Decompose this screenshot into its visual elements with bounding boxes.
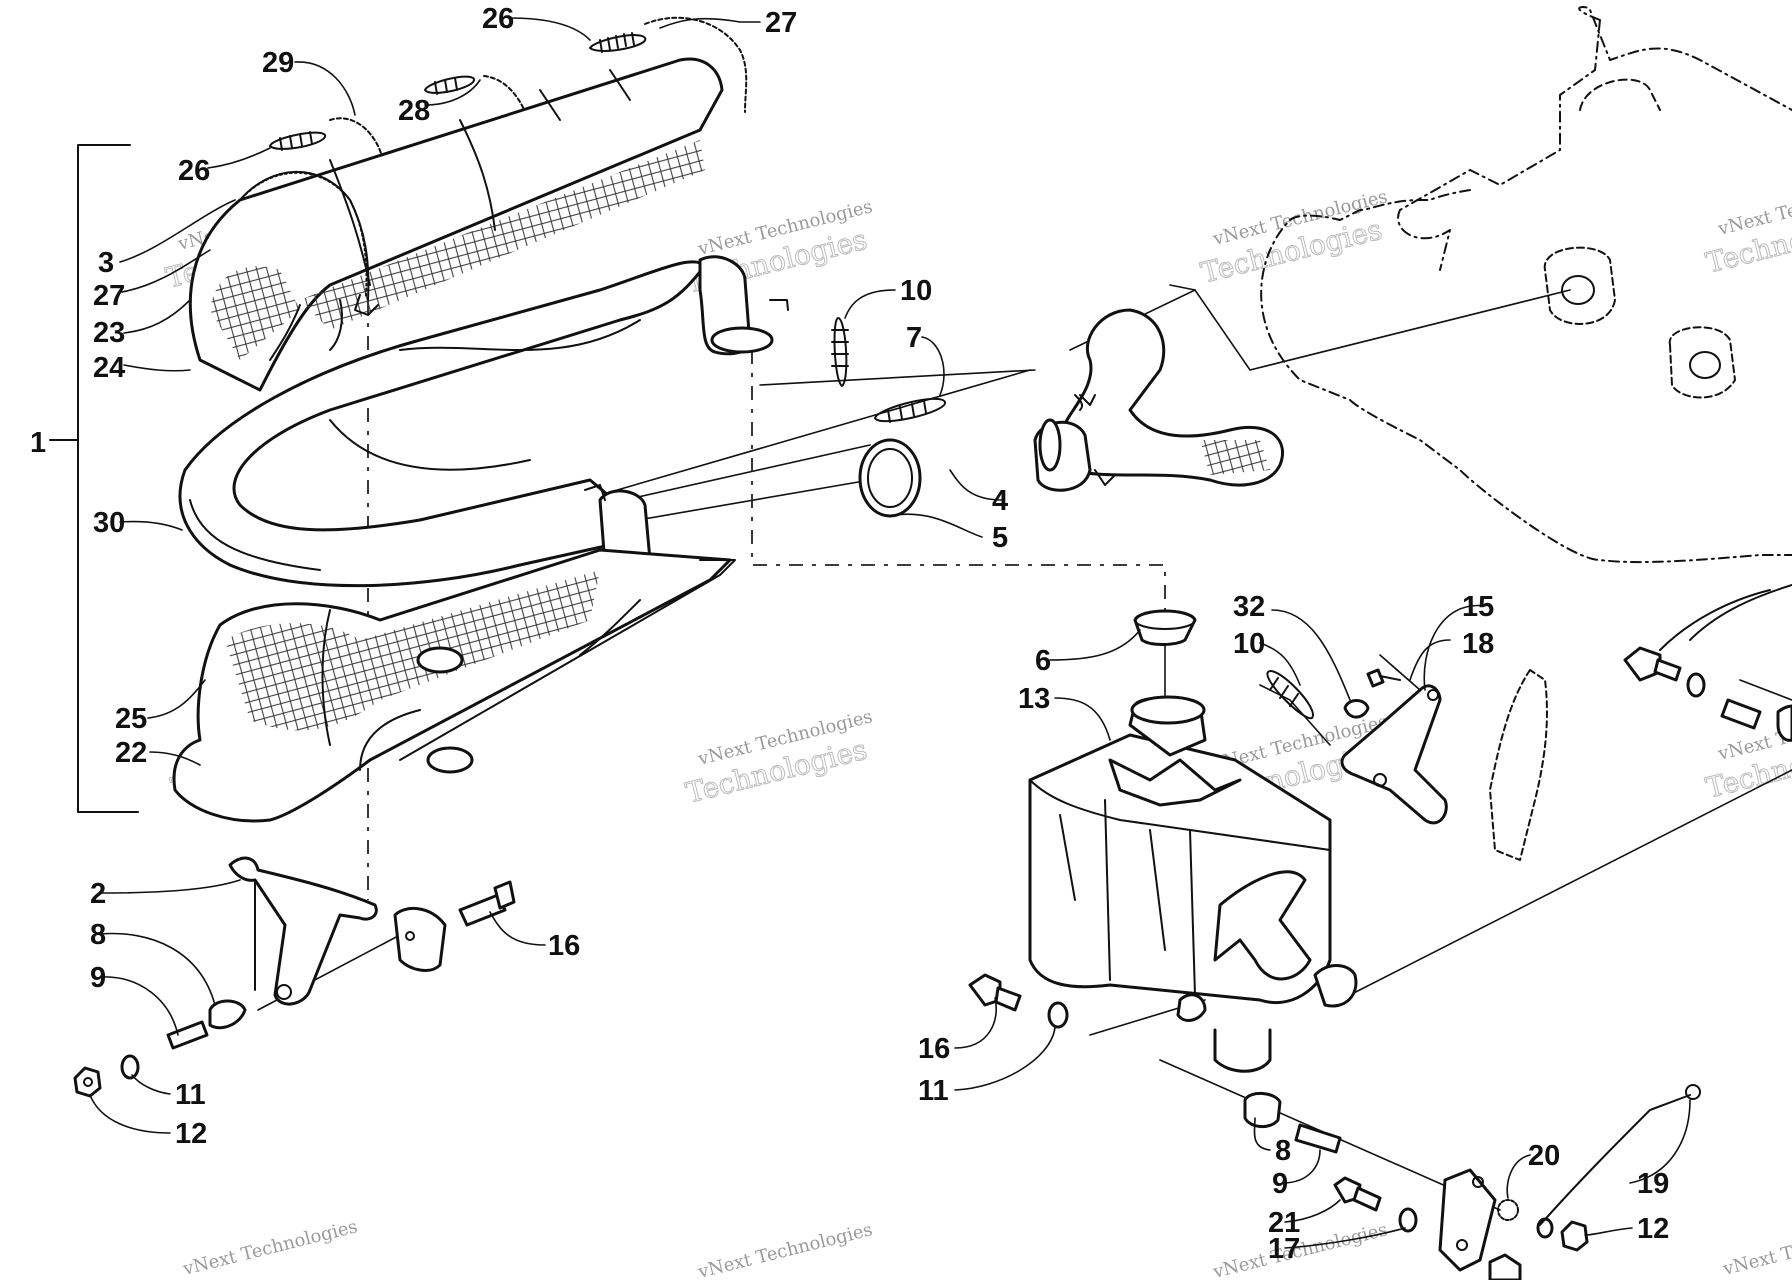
engine-mount-upper: [1543, 246, 1616, 325]
callout-6: 6: [1035, 645, 1051, 677]
spring-10-top: [831, 317, 849, 387]
svg-text:vNext Technologies: vNext Technologies: [1720, 1216, 1792, 1280]
watermark: vNext Technologies Technologies: [1702, 176, 1792, 280]
stud-bottom: [1488, 1253, 1522, 1280]
callout-27-top: 27: [765, 7, 797, 39]
sleeve-9-right: [1294, 1123, 1342, 1154]
gasket-5: [858, 438, 922, 518]
grommet-8-right: [1243, 1092, 1282, 1128]
upper-heat-shield: [188, 57, 724, 392]
washer-11-right: [1047, 1001, 1069, 1029]
callout-22: 22: [115, 737, 147, 769]
callout-17: 17: [1268, 1233, 1300, 1265]
nut-12-right: [1560, 1220, 1589, 1252]
callout-19: 19: [1637, 1168, 1669, 1200]
spring-26-top: [589, 32, 647, 53]
callout-26-top: 26: [482, 3, 514, 35]
clamp-band-3: [239, 170, 379, 316]
callout-2: 2: [90, 878, 106, 910]
spring-28: [424, 75, 475, 95]
bracket-18: [1340, 684, 1448, 825]
callout-10-right: 10: [1233, 628, 1265, 660]
plate-16-left: [393, 906, 447, 972]
callout-8-left: 8: [90, 919, 106, 951]
engine-outline: [1260, 6, 1792, 564]
watermark: vNext Technologies: [695, 1219, 875, 1280]
callout-11-left: 11: [175, 1079, 206, 1111]
ground-wire-19: [1539, 1084, 1701, 1226]
callout-16-left: 16: [548, 930, 580, 962]
watermark: vNext Technologies: [1720, 1216, 1792, 1280]
watermark: vNext Technologies Technologies: [682, 706, 875, 810]
callout-9-right: 9: [1272, 1168, 1288, 1200]
callout-5: 5: [992, 522, 1008, 554]
washer-11-left: [120, 1054, 140, 1080]
callout-32: 32: [1233, 591, 1265, 623]
silencer-13: [1028, 695, 1358, 1073]
svg-text:vNext Technologies: vNext Technologies: [695, 1219, 875, 1280]
spring-7: [874, 397, 946, 423]
svg-text:vNext Technologies: vNext Technologies: [180, 1216, 360, 1280]
watermark: vNext Technologies: [180, 1216, 360, 1280]
mount-bracket-2: [228, 856, 378, 1006]
callout-9-left: 9: [90, 962, 106, 994]
callout-3: 3: [98, 247, 114, 279]
callout-23: 23: [93, 317, 125, 349]
callout-30: 30: [93, 507, 125, 539]
bracket-plate-outline: [1489, 669, 1548, 861]
spring-10-right: [1266, 670, 1314, 720]
callout-28: 28: [398, 95, 430, 127]
lower-heat-shield: [172, 548, 736, 823]
bracket-plate-20: [1438, 1168, 1497, 1272]
nut-12-left: [73, 1066, 102, 1098]
callout-4: 4: [992, 485, 1008, 517]
callout-15: 15: [1462, 591, 1494, 623]
leader-lines: [89, 17, 1691, 1249]
callout-labels: 1 2 3 4 5 6 7 8 8 9 9 10 10 11 11 12 12 …: [30, 3, 1669, 1265]
callout-8-right: 8: [1275, 1135, 1291, 1167]
callout-12-right: 12: [1637, 1213, 1669, 1245]
right-edge-hardware: [1623, 584, 1792, 742]
callout-27-left: 27: [93, 280, 125, 312]
callout-24: 24: [93, 352, 125, 384]
bolt-21: [1333, 1176, 1382, 1212]
callout-7: 7: [906, 322, 922, 354]
cap-6: [1133, 609, 1197, 646]
callout-18: 18: [1462, 628, 1494, 660]
spring-26-left: [269, 131, 326, 151]
washer-12-right: [1536, 1217, 1554, 1239]
engine-mount-lower: [1668, 326, 1736, 399]
callout-1: 1: [30, 427, 46, 459]
chain-27-top: [644, 16, 748, 113]
callout-13: 13: [1018, 683, 1050, 715]
screw-15: [1366, 668, 1401, 688]
callout-29: 29: [262, 47, 294, 79]
bolt-16-left: [458, 880, 516, 927]
callout-16-right: 16: [918, 1033, 950, 1065]
bolt-16-right: [968, 973, 1022, 1012]
lock-washer-20: [1497, 1199, 1519, 1221]
callout-20: 20: [1528, 1140, 1560, 1172]
callout-12-left: 12: [175, 1118, 207, 1150]
rubber-bumper-32: [1343, 699, 1370, 719]
watermark: vNext Technologies Technologies: [1197, 186, 1390, 290]
callout-21: 21: [1268, 1207, 1300, 1239]
washer-17: [1398, 1207, 1418, 1233]
callout-25: 25: [115, 703, 147, 735]
manifold-4: [1033, 308, 1284, 492]
grommet-8-left: [208, 999, 247, 1030]
callout-10-top: 10: [900, 275, 932, 307]
callout-11-right: 11: [918, 1075, 949, 1107]
alignment-lines: [257, 284, 1792, 1211]
assembly-bracket-1: [49, 144, 139, 813]
sleeve-9-left: [166, 1020, 209, 1050]
callout-26-left: 26: [178, 155, 210, 187]
